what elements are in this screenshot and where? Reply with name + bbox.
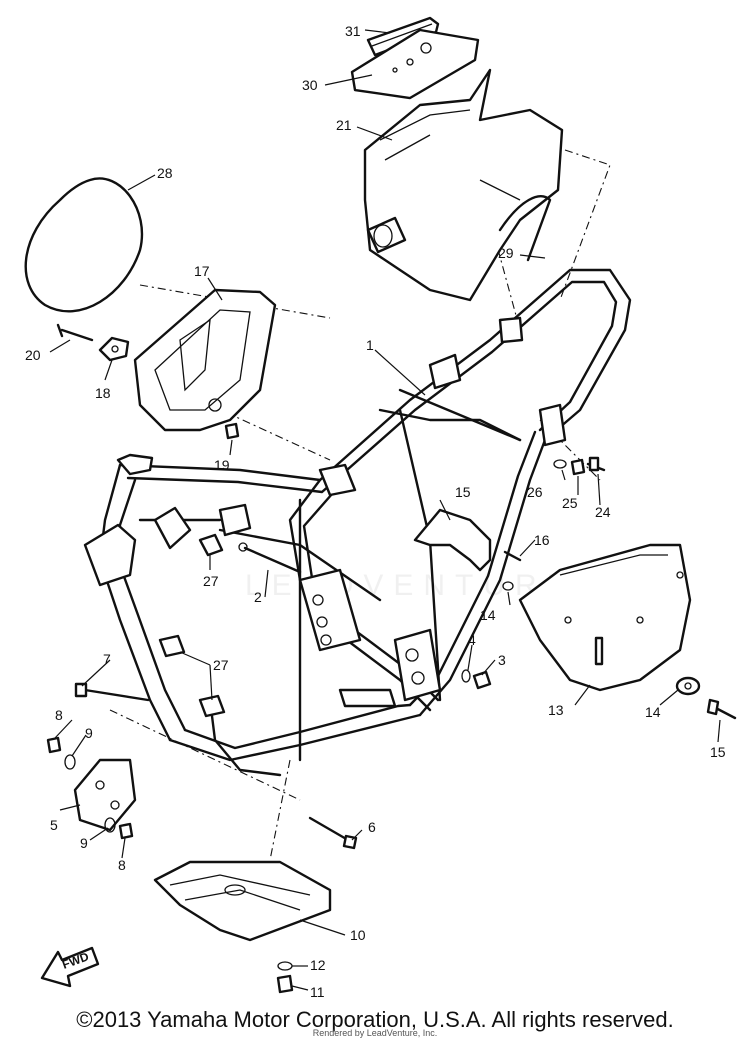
part-11-bolt <box>276 974 294 994</box>
part-27-clamps <box>158 533 226 718</box>
part-22-nut <box>224 422 240 440</box>
part-23-fuel-tank <box>363 68 564 302</box>
callout-6: 6 <box>368 819 376 835</box>
part-1-frame <box>83 268 632 777</box>
part-26-washer <box>553 459 567 469</box>
part-4-washer <box>461 669 471 683</box>
part-25-grommet <box>570 458 586 476</box>
callout-5: 5 <box>50 817 58 833</box>
callout-11: 11 <box>310 984 325 1000</box>
part-24-bolt <box>586 456 606 472</box>
callout-27-lower: 27 <box>213 657 229 673</box>
callout-24: 24 <box>595 504 611 520</box>
callout-labels: 31 30 21 28 17 29 1 20 18 19 15 16 14 26… <box>25 23 726 1000</box>
callout-30: 30 <box>302 77 318 93</box>
callout-2: 2 <box>254 589 262 605</box>
callout-13: 13 <box>548 702 564 718</box>
part-16-collar <box>502 581 514 591</box>
callout-9-upper: 9 <box>85 725 93 741</box>
callout-17: 15 <box>455 484 471 500</box>
callout-8-upper: 8 <box>55 707 63 723</box>
part-9-washer-lower <box>104 817 116 833</box>
part-18-bolt <box>503 550 522 562</box>
callout-29: 29 <box>498 245 514 261</box>
part-28-number-plate <box>24 177 144 313</box>
part-9-washer-upper <box>64 754 76 770</box>
callout-27-upper: 27 <box>203 573 219 589</box>
callout-12: 12 <box>310 957 326 973</box>
leader-lines <box>49 29 721 991</box>
rendered-by-notice: Rendered by LeadVenture, Inc. <box>312 1028 438 1038</box>
callout-18: 16 <box>534 532 550 548</box>
part-2-bolt <box>238 542 302 574</box>
callout-20: 18 <box>95 385 111 401</box>
copyright-notice: ©2013 Yamaha Motor Corporation, U.S.A. A… <box>76 1007 674 1032</box>
part-20-grommet <box>98 336 130 362</box>
callout-3: 3 <box>498 652 506 668</box>
part-19-side-cover <box>133 288 277 432</box>
callout-21: 20 <box>25 347 41 363</box>
part-17-bracket <box>413 508 492 572</box>
callout-22: 19 <box>214 457 230 473</box>
part-5-engine-mount-plate <box>73 758 137 832</box>
callout-9-lower: 9 <box>80 835 88 851</box>
callout-23: 21 <box>336 117 352 133</box>
part-8-nut-lower <box>118 822 134 840</box>
part-30-seat-pad <box>350 28 480 100</box>
callout-10: 10 <box>350 927 366 943</box>
part-21-screw <box>56 323 94 342</box>
callout-31: 31 <box>345 23 361 39</box>
part-12-washer <box>277 961 293 971</box>
callout-15: 15 <box>710 744 726 760</box>
part-29-breather-tube <box>498 195 552 262</box>
part-7-bolt <box>74 682 150 702</box>
part-3-nut <box>472 670 492 690</box>
callout-8-lower: 8 <box>118 857 126 873</box>
part-14-grommet <box>675 676 701 696</box>
callout-1: 1 <box>366 337 374 353</box>
callout-4: 4 <box>468 632 476 648</box>
part-8-nut-upper <box>46 736 62 754</box>
part-15-screw <box>706 698 737 720</box>
callout-14: 14 <box>645 704 661 720</box>
part-13-side-cover <box>518 543 692 692</box>
callout-28: 28 <box>157 165 173 181</box>
part-10-skid-plate <box>153 860 332 942</box>
callout-19: 17 <box>194 263 210 279</box>
callout-16: 14 <box>480 607 496 623</box>
part-6-bolt <box>308 816 358 850</box>
callout-25: 25 <box>562 495 578 511</box>
callout-7: 7 <box>103 651 111 667</box>
callout-26: 26 <box>527 484 543 500</box>
part-31-bracket <box>366 16 440 57</box>
fwd-arrow-icon: FWD <box>40 946 100 988</box>
